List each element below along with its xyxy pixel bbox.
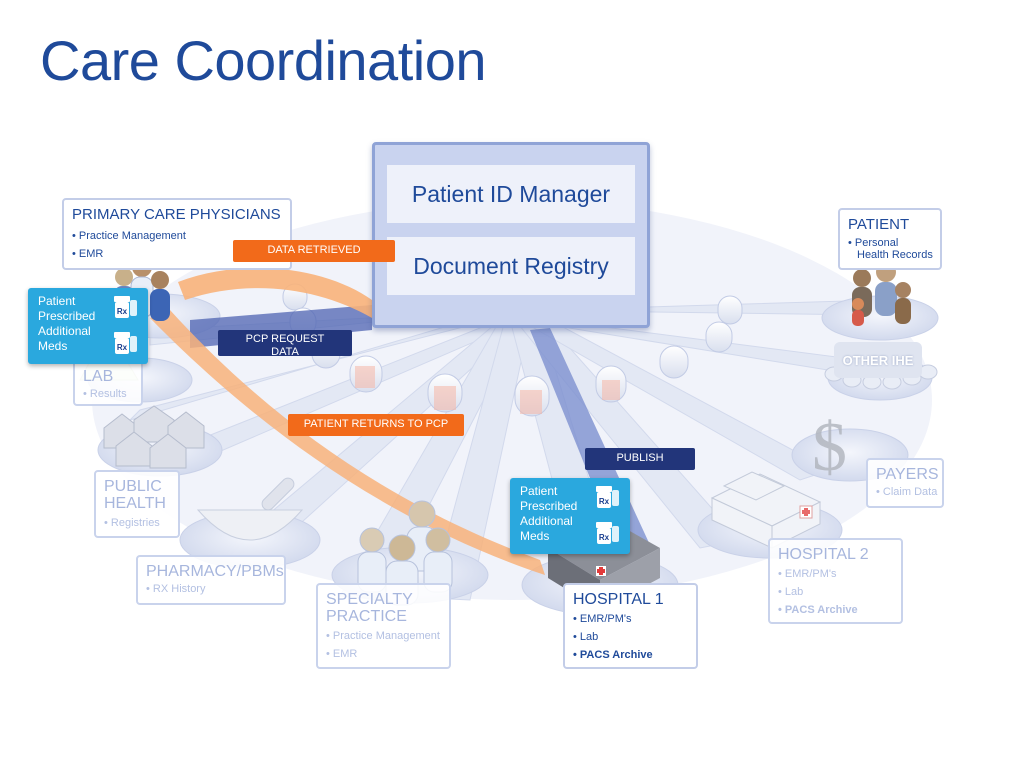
- rx-icons: Rx Rx: [112, 294, 140, 366]
- rx-line: Additional: [38, 324, 91, 338]
- pill-bottle-icon: Rx: [114, 332, 137, 354]
- node-item: • Results: [83, 388, 127, 400]
- node-item: • EMR: [326, 648, 358, 660]
- rx-label: Rx: [117, 343, 128, 352]
- rx-icons: Rx Rx: [594, 484, 622, 556]
- data-retrieved-arrow: [178, 267, 372, 318]
- hub-box: Patient ID Manager Document Registry: [372, 142, 650, 328]
- patient-id-manager-label: Patient ID Manager: [387, 165, 635, 223]
- node-item: • Registries: [104, 517, 160, 529]
- node-item: • RX History: [146, 583, 206, 595]
- dome-docs: [355, 366, 620, 414]
- node-item: • Claim Data: [876, 486, 938, 498]
- node-title: LAB: [83, 368, 114, 385]
- rx-line: Prescribed: [520, 499, 578, 513]
- node-item: • Practice Management: [72, 230, 186, 242]
- node-item: • Lab: [778, 586, 804, 598]
- node-item: • Personal: [848, 237, 899, 249]
- rx-line: Meds: [38, 339, 68, 353]
- node-title: HOSPITAL 1: [573, 591, 664, 608]
- node-patient: PATIENT • Personal Health Records: [838, 208, 942, 270]
- rx-line: Additional: [520, 514, 573, 528]
- node-title-line: HEALTH: [104, 495, 166, 512]
- pill-bottle-icon: Rx: [596, 486, 619, 508]
- node-title: PHARMACY/PBMs: [146, 563, 284, 580]
- pill-bottle-icon: Rx: [596, 522, 619, 544]
- node-pharmacy: PHARMACY/PBMs • RX History: [136, 555, 286, 605]
- callout-pcp-request: PCP REQUEST DATA: [218, 330, 352, 358]
- node-payers: PAYERS • Claim Data: [866, 458, 944, 508]
- node-lab: LAB • Results: [73, 356, 143, 406]
- rx-line: Patient: [38, 294, 76, 308]
- patient-family-figures: [852, 262, 911, 326]
- node-item: • EMR: [72, 248, 104, 260]
- node-specialty-practice: SPECIALTY PRACTICE • Practice Management…: [316, 583, 451, 669]
- node-item: • EMR/PM's: [573, 613, 632, 625]
- node-hospital2: HOSPITAL 2 • EMR/PM's • Lab • PACS Archi…: [768, 538, 903, 624]
- rx-line: Prescribed: [38, 309, 96, 323]
- document-registry-label: Document Registry: [387, 237, 635, 295]
- callout-publish: PUBLISH: [585, 448, 695, 470]
- node-item: • EMR/PM's: [778, 568, 837, 580]
- node-title-line: PRACTICE: [326, 608, 407, 625]
- page-title: Care Coordination: [40, 29, 486, 92]
- node-public-health: PUBLIC HEALTH • Registries: [94, 470, 180, 538]
- pill-bottle-icon: Rx: [114, 296, 137, 318]
- callout-data-retrieved: DATA RETRIEVED: [233, 240, 395, 262]
- rx-line: Meds: [520, 529, 550, 543]
- patient-returns-arrow: [150, 310, 545, 575]
- rx-line: Patient: [520, 484, 558, 498]
- node-hospital1: HOSPITAL 1 • EMR/PM's • Lab • PACS Archi…: [563, 583, 698, 669]
- node-title-line: SPECIALTY: [326, 591, 413, 608]
- callout-patient-returns: PATIENT RETURNS TO PCP: [288, 414, 464, 436]
- node-item: • PACS Archive: [573, 649, 653, 661]
- dollar-icon: $: [812, 409, 847, 486]
- callout-line: DATA: [271, 346, 299, 358]
- node-item: • Practice Management: [326, 630, 440, 642]
- node-title: PAYERS: [876, 466, 939, 483]
- rx-box-left: Patient Prescribed Additional Meds Rx Rx: [28, 288, 148, 364]
- node-title-line: PUBLIC: [104, 478, 162, 495]
- rx-label: Rx: [599, 533, 610, 542]
- callout-line: PCP REQUEST: [245, 333, 325, 345]
- rx-label: Rx: [117, 307, 128, 316]
- node-item: Health Records: [857, 249, 933, 261]
- rx-box-center: Patient Prescribed Additional Meds Rx Rx: [510, 478, 630, 554]
- node-title: HOSPITAL 2: [778, 546, 869, 563]
- node-other-ihe: OTHER IHE: [834, 342, 922, 378]
- node-item: • Lab: [573, 631, 599, 643]
- houses-icon: [103, 405, 205, 469]
- node-title: PRIMARY CARE PHYSICIANS: [72, 206, 281, 223]
- mortar-pestle-icon: [196, 477, 304, 541]
- rx-label: Rx: [599, 497, 610, 506]
- node-title: PATIENT: [848, 216, 910, 233]
- node-item: • PACS Archive: [778, 604, 858, 616]
